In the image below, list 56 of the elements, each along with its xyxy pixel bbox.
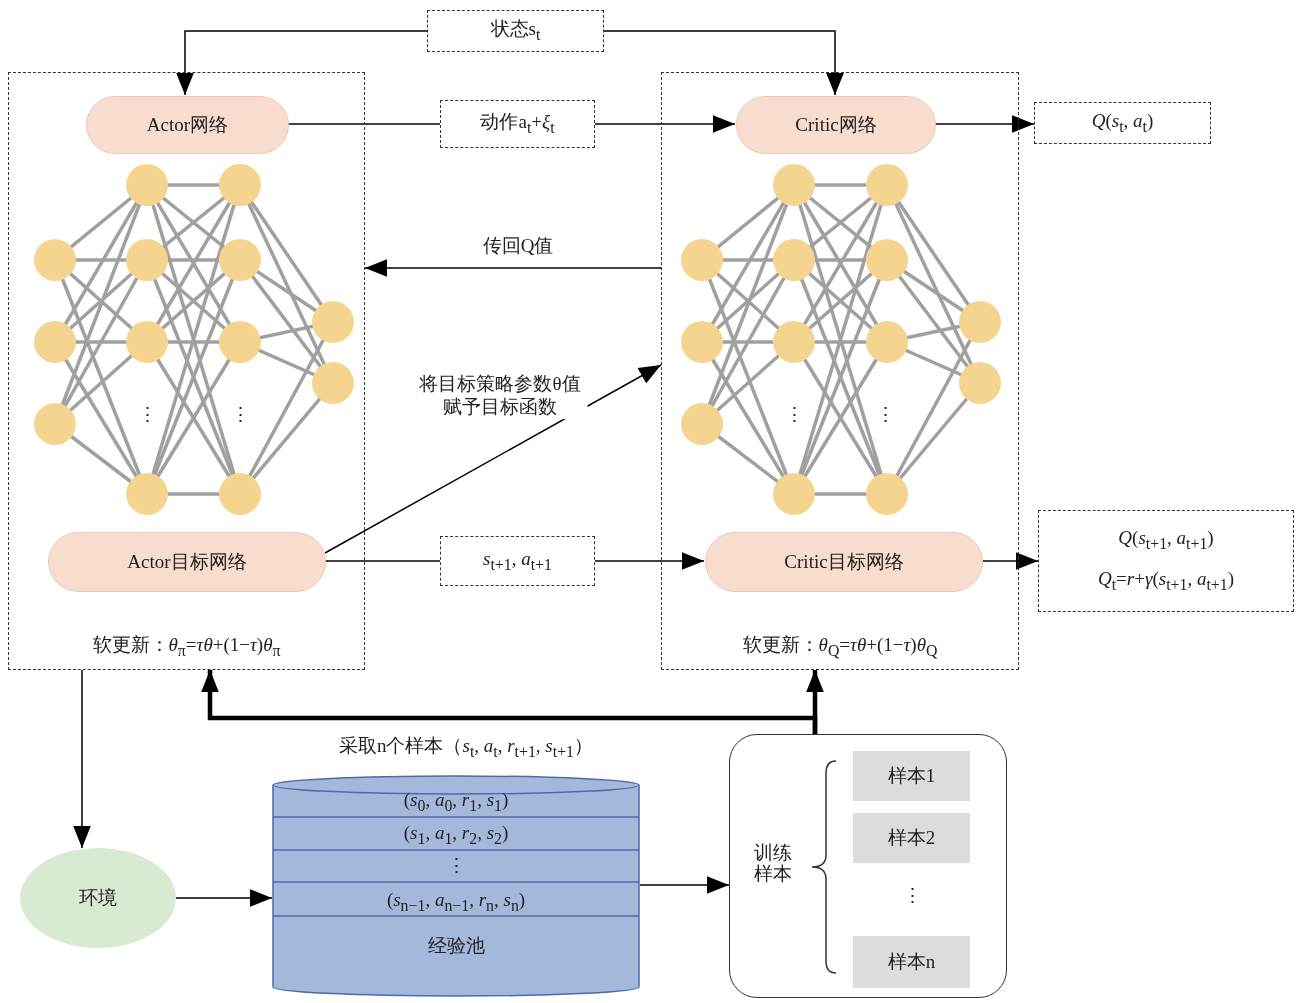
- node-label: ⋮: [445, 854, 467, 878]
- arrow: [594, 115, 736, 133]
- arrow: [806, 670, 824, 734]
- connector-line: [287, 123, 441, 125]
- dashed-box: [440, 100, 595, 148]
- rounded-pill-box: [705, 532, 983, 592]
- node-label: 样本n: [887, 950, 936, 974]
- formula-text: 状态s$_{t}$: [490, 17, 541, 45]
- node-label: Critic目标网络: [784, 550, 904, 574]
- dashed-box: [440, 536, 595, 586]
- sample-box: [853, 936, 970, 988]
- arrow: [594, 552, 705, 570]
- node-label: (s$_{n−1}$, a$_{n−1}$, r$_{n}$, s$_{n}$): [385, 888, 527, 916]
- ellipsis-mark: ⋮: [784, 402, 804, 426]
- ellipsis-mark: ⋮: [230, 402, 250, 426]
- node-label: 环境: [79, 886, 117, 910]
- rounded-pill-box: [48, 532, 326, 592]
- formula-text: Q(s$_{t}$, a$_{t}$): [1091, 109, 1154, 137]
- arrow: [934, 115, 1035, 133]
- node-label: 样本2: [887, 826, 936, 850]
- edge-label: 传回Q值: [482, 234, 554, 258]
- dashed-box: [427, 10, 604, 52]
- arrow: [176, 30, 428, 96]
- node-label: 样本1: [887, 764, 936, 788]
- sample-box: [853, 813, 970, 863]
- soft-update-formula: 软更新：θ$_{π}$=τθ+(1−τ)θ$_{π}$: [91, 634, 282, 661]
- connector-line: [324, 560, 441, 562]
- rounded-box: [729, 734, 1007, 998]
- arrow: [175, 889, 273, 907]
- node-label: Actor目标网络: [127, 550, 247, 574]
- formula-text: Q(s$_{t+1}$, a$_{t+1}$): [1118, 527, 1214, 554]
- arrow: [324, 364, 662, 554]
- sample-box: [853, 751, 970, 801]
- ellipsis-mark: ⋮: [137, 402, 157, 426]
- soft-update-formula: 软更新：θ$_{Q}$=τθ+(1−τ)θ$_{Q}$: [741, 634, 939, 661]
- node-label: Critic网络: [795, 113, 877, 137]
- ellipsis-mark: ⋮: [902, 883, 922, 907]
- dashed-box: [1034, 102, 1211, 144]
- ellipsis-mark: ⋮: [875, 402, 895, 426]
- formula-text: s$_{t+1}$, a$_{t+1}$: [483, 547, 552, 575]
- arrow: [364, 259, 662, 277]
- sampling-note: 采取n个样本（s$_{t}$, a$_{t}$, r$_{t+1}$, s$_{t+1}$）: [339, 734, 593, 761]
- node-label: (s$_{0}$, a$_{0}$, r$_{1}$, s$_{1}$): [402, 788, 510, 816]
- node-label: (s$_{1}$, a$_{1}$, r$_{2}$, s$_{2}$): [402, 821, 510, 849]
- arrow: [73, 669, 91, 849]
- arrow: [639, 876, 730, 894]
- node-label: Actor网络: [146, 113, 229, 137]
- arrow: [981, 552, 1039, 570]
- formula-text: Q$_{t}$=r+γ(s$_{t+1}$, a$_{t+1}$): [1097, 568, 1234, 595]
- arrow: [603, 30, 844, 96]
- formula-text: 动作a$_{t}$+ξ$_{t}$: [480, 110, 555, 138]
- dashed-group-box: [8, 72, 365, 670]
- node-label: 训练样本: [754, 843, 793, 885]
- dashed-group-box: [661, 72, 1019, 670]
- dashed-box: [1038, 510, 1294, 612]
- node-label: 经验池: [426, 934, 486, 958]
